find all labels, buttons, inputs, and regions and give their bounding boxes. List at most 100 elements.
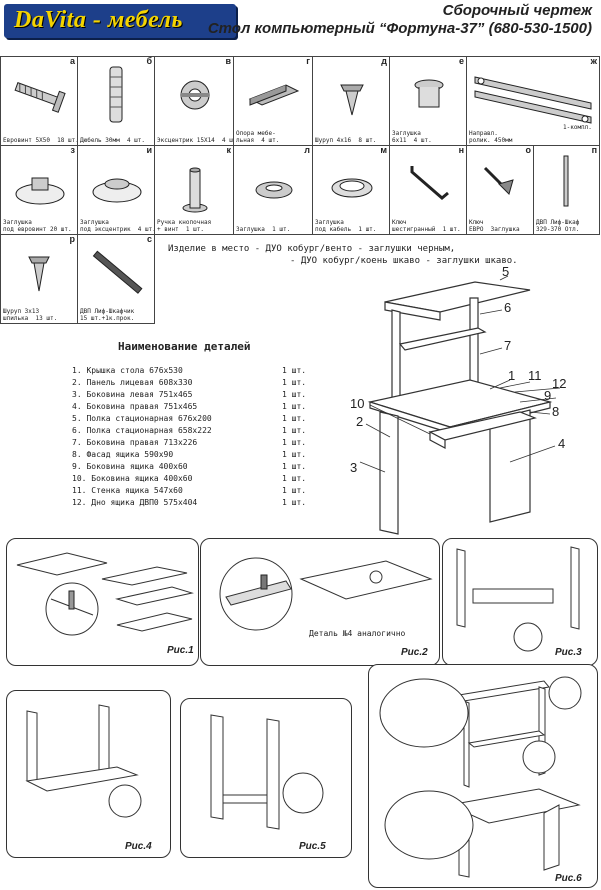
fig5-drawing xyxy=(210,714,324,830)
hardware-table: а Евровинт 5Х50 18 шт. б Дюбель 30мм 4 ш… xyxy=(0,56,600,324)
rod-icon xyxy=(563,155,569,207)
part-label: Направл. ролик. 450мм xyxy=(469,130,513,144)
part-cell-l: л Заглушка 1 шт. xyxy=(233,145,313,235)
callout-4: 4 xyxy=(558,436,565,451)
desk-assembly-drawing: 5 6 7 1 11 12 9 8 10 2 3 4 xyxy=(350,264,566,535)
fig4-label: Рис.4 xyxy=(125,841,152,852)
part-cell-v: в Эксцентрик 15X14 4 шт. xyxy=(154,56,240,146)
detail-name: Боковина правая 751х465 xyxy=(86,402,198,411)
part-letter: с xyxy=(146,234,152,244)
fig6-label: Рис.6 xyxy=(555,873,582,884)
detail-number: 11. xyxy=(72,486,87,495)
fig3-drawing xyxy=(456,546,580,652)
callout-2: 2 xyxy=(356,414,363,429)
part-letter: л xyxy=(304,145,310,155)
callout-8: 8 xyxy=(552,404,559,419)
callout-11: 11 xyxy=(528,368,542,383)
detail-row: 2. Панель лицевая 608х330 1 шт. xyxy=(72,377,306,389)
document-type: Сборочный чертеж xyxy=(442,2,592,19)
euro-key-icon xyxy=(483,166,514,195)
furniture-foot-icon xyxy=(248,84,300,106)
detail-row: 3. Боковина левая 751х465 1 шт. xyxy=(72,389,306,401)
part-letter: п xyxy=(591,145,597,155)
detail-number: 3. xyxy=(72,390,82,399)
part-letter: н xyxy=(458,145,464,155)
part-letter: д xyxy=(381,56,387,66)
part-label: Ручка кнопочная + винт 1 шт. xyxy=(157,219,212,233)
part-label: Дюбель 30мм 4 шт. xyxy=(80,137,146,144)
brand-logo: DaVita - мебель xyxy=(4,4,236,38)
cam-lock-icon xyxy=(180,80,210,110)
part-label: Заглушка под эксцентрик 4 шт. xyxy=(80,219,156,233)
part-label: Заглушка 1 шт. xyxy=(236,226,291,233)
part-cell-s: с ДВП Лиф-Шкафчик 15 шт.+1к.прок. xyxy=(77,234,155,324)
part-cell-p: п ДВП Лиф-Шкаф 329-370 Отл. xyxy=(533,145,600,235)
detail-qty: 1 шт. xyxy=(282,390,307,399)
dowel-icon xyxy=(109,66,123,123)
part-cell-n: н Ключ шестигранный 1 шт. xyxy=(389,145,467,235)
callout-9: 9 xyxy=(544,388,551,403)
part-qty: 1-компл. xyxy=(563,124,592,131)
detail-number: 4. xyxy=(72,402,82,411)
part-label: Заглушка под евровинт 20 шт. xyxy=(3,219,72,233)
figure-panel-2: Деталь №4 аналогично Рис.2 xyxy=(200,538,440,666)
figure-panel-3: Рис.3 xyxy=(442,538,598,666)
part-letter: е xyxy=(458,56,464,66)
cap-plug-icon xyxy=(414,79,444,108)
detail-qty: 1 шт. xyxy=(282,474,307,483)
callout-12: 12 xyxy=(552,376,566,391)
detail-name: Боковина ящика 400х60 xyxy=(91,474,193,483)
part-letter: б xyxy=(146,56,152,66)
part-label: Опора мебе- льная 4 шт. xyxy=(236,130,280,144)
part-cell-r: р Шуруп 3х13 шпилька 13 шт. xyxy=(0,234,78,324)
part-cell-z: з Заглушка под евровинт 20 шт. xyxy=(0,145,78,235)
detail-qty: 1 шт. xyxy=(282,450,307,459)
cable-grommet-icon xyxy=(331,178,373,198)
part-cell-i: и Заглушка под эксцентрик 4 шт. xyxy=(77,145,156,235)
fig6-drawing xyxy=(379,676,582,878)
callout-7: 7 xyxy=(504,338,511,353)
wood-screw-icon xyxy=(340,84,364,116)
detail-name: Боковина левая 751х465 xyxy=(86,390,193,399)
details-title: Наименование деталей xyxy=(118,340,251,353)
part-cell-g: г Опора мебе- льная 4 шт. xyxy=(233,56,313,146)
detail-number: 12. xyxy=(72,498,87,507)
note-line-2: - ДУО кобург/коень шкаво - заглушки шкав… xyxy=(290,256,518,266)
detail-number: 8. xyxy=(72,450,82,459)
fig1-label: Рис.1 xyxy=(167,645,194,656)
part-cell-e: е Заглушка 6х11 4 шт. xyxy=(389,56,467,146)
shelf-pin-icon xyxy=(92,250,143,294)
knob-handle-icon xyxy=(182,167,208,213)
part-letter: з xyxy=(70,145,75,155)
euro-screw-icon xyxy=(14,82,66,113)
plug-icon xyxy=(255,181,293,199)
note-line-1: Изделие в место - ДУО кобург/венто - заг… xyxy=(168,244,456,254)
part-cell-k: к Ручка кнопочная + винт 1 шт. xyxy=(154,145,234,235)
figure-panel-1: Рис.1 xyxy=(6,538,199,666)
part-cell-zh: ж Направл. ролик. 450мм 1-компл. xyxy=(466,56,600,146)
callout-5: 5 xyxy=(502,264,509,279)
figure-panel-4: Рис.4 xyxy=(6,690,171,858)
detail-number: 10. xyxy=(72,474,87,483)
detail-number: 2. xyxy=(72,378,82,387)
fig4-drawing xyxy=(25,704,142,818)
detail-name: Фасад ящика 590х90 xyxy=(86,450,174,459)
detail-qty: 1 шт. xyxy=(282,498,307,507)
detail-name: Полка стационарная 658х222 xyxy=(86,426,212,435)
part-label: Заглушка под кабель 1 шт. xyxy=(315,219,377,233)
detail-row: 10. Боковина ящика 400х60 1 шт. xyxy=(72,473,306,485)
cam-cap-icon xyxy=(92,178,142,203)
detail-number: 9. xyxy=(72,462,82,471)
fig1-drawing xyxy=(16,552,194,636)
detail-name: Крышка стола 676х530 xyxy=(86,366,183,375)
detail-qty: 1 шт. xyxy=(282,378,307,387)
fig2-caption: Деталь №4 аналогично xyxy=(309,629,406,638)
detail-row: 8. Фасад ящика 590х90 1 шт. xyxy=(72,449,306,461)
detail-name: Панель лицевая 608х330 xyxy=(86,378,193,387)
drawer-runner-icon xyxy=(474,76,592,124)
